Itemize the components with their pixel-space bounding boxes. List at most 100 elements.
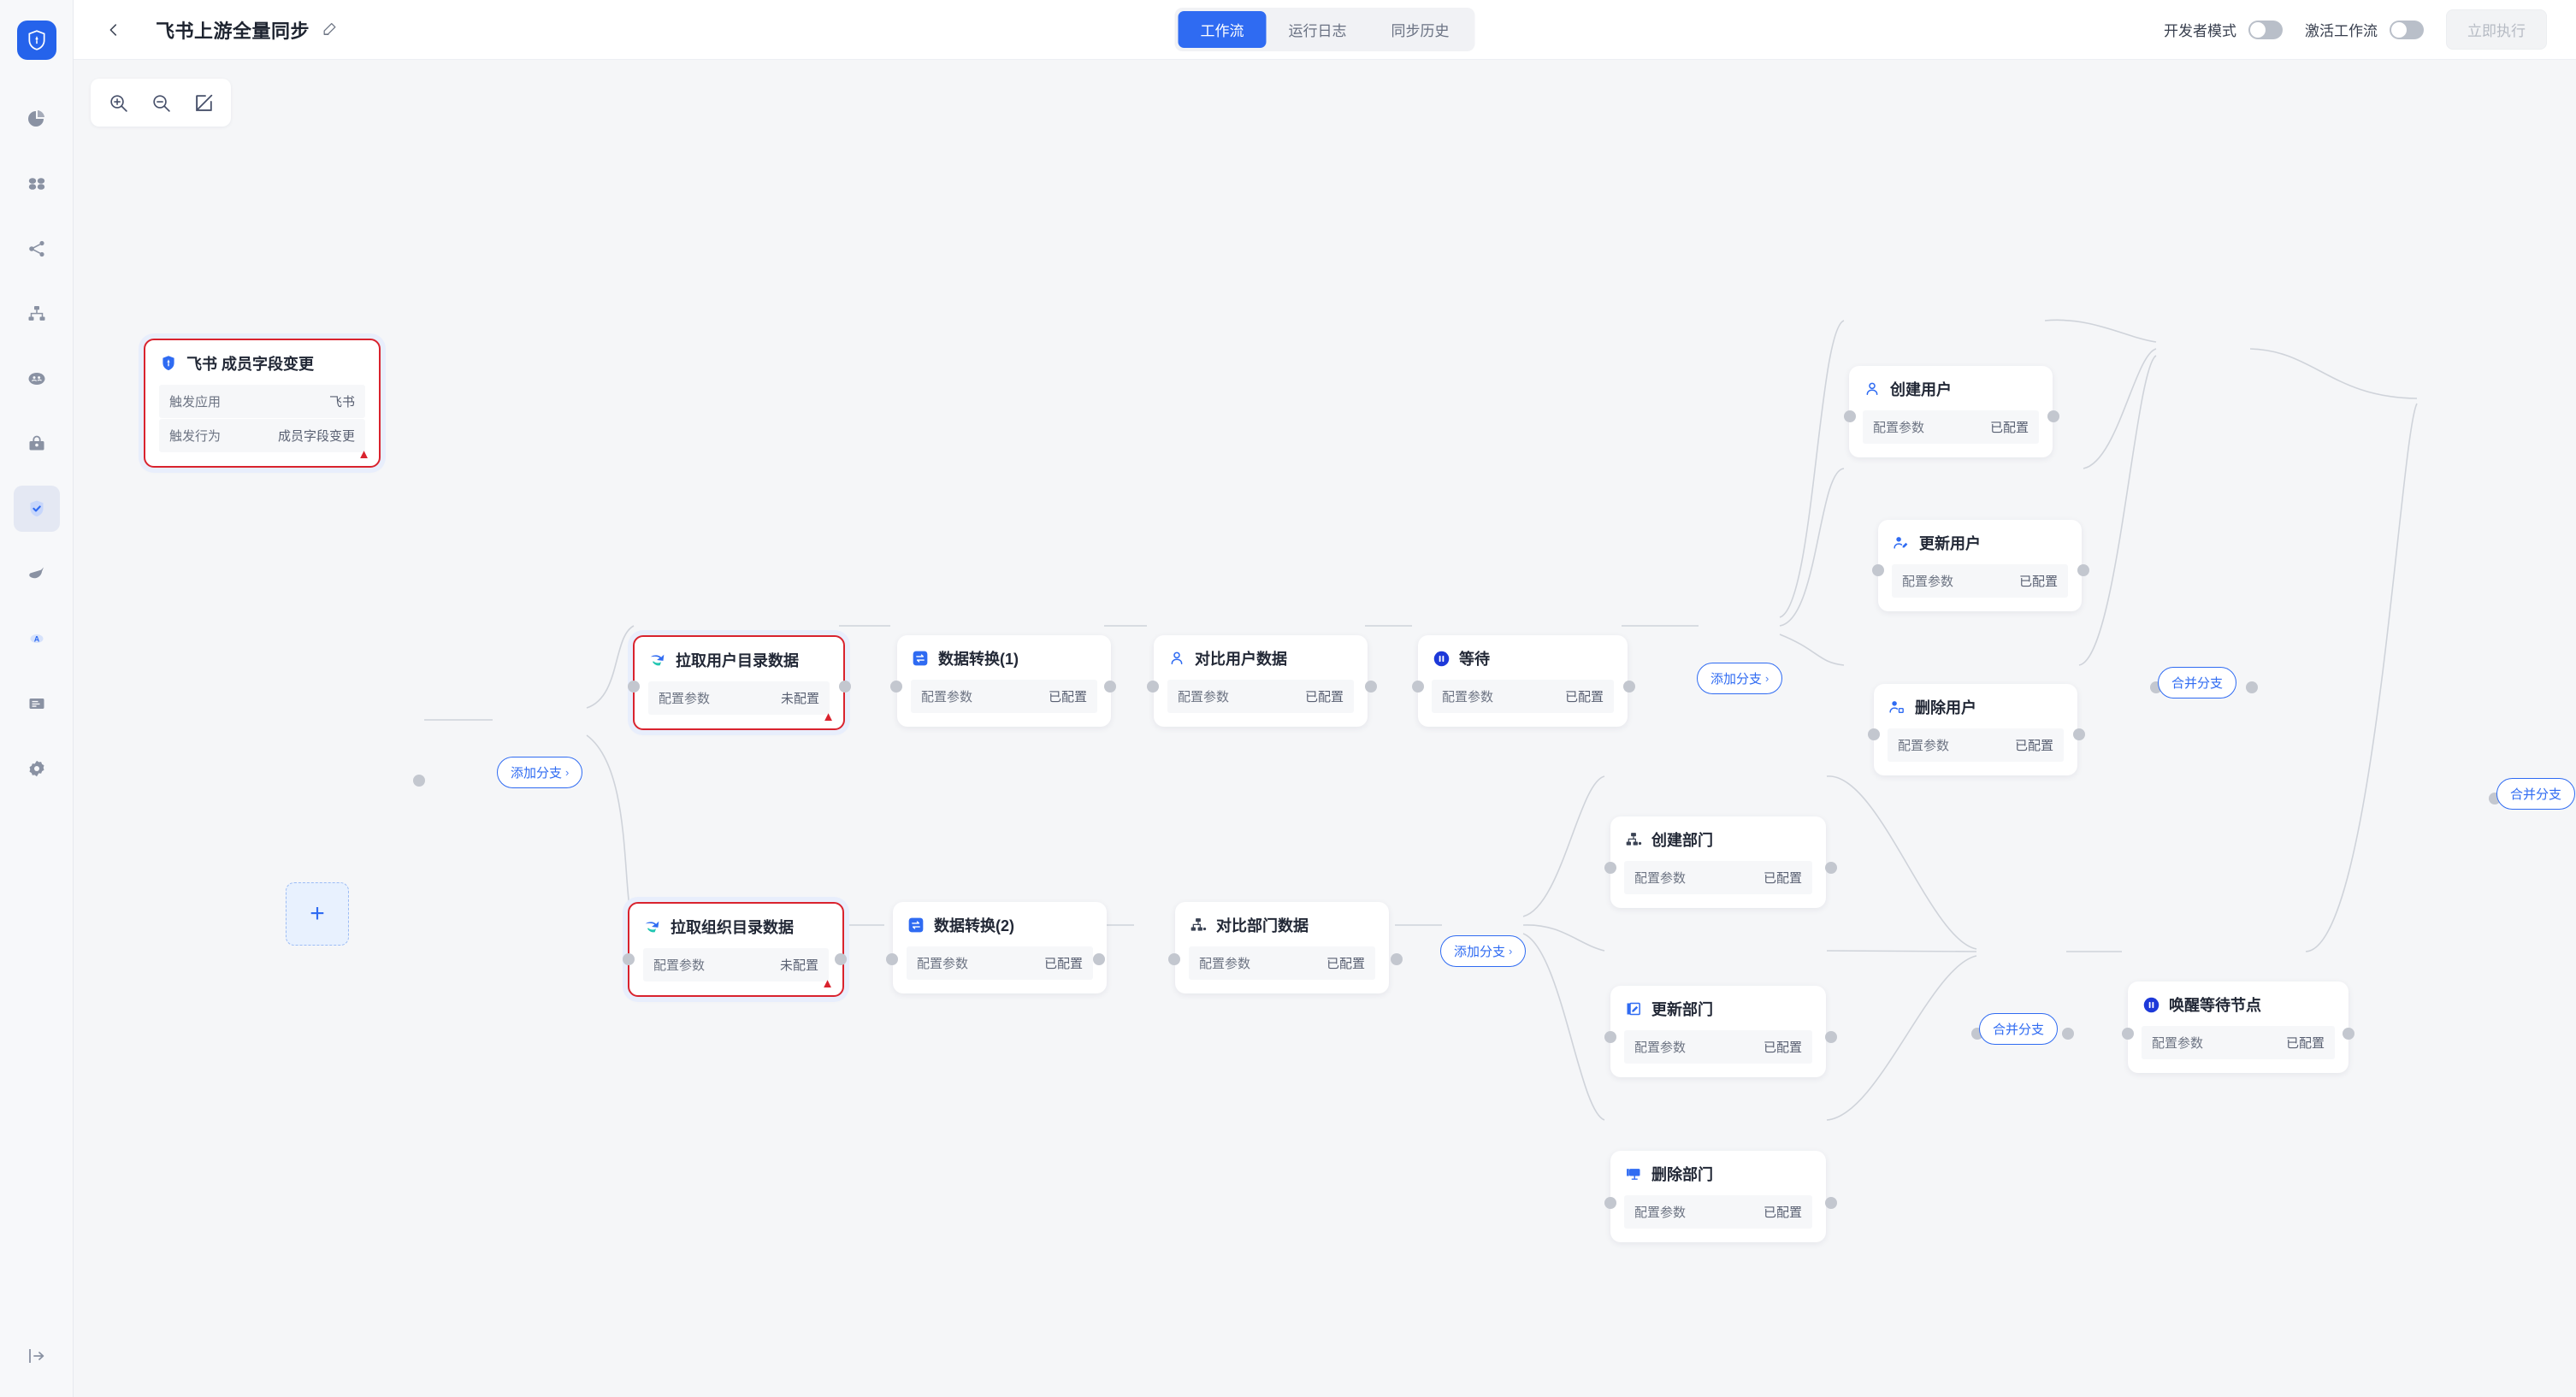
port-dot[interactable] (1844, 410, 1856, 422)
tab-sync-history[interactable]: 同步历史 (1391, 23, 1450, 39)
add-branch-user-button[interactable]: 添加分支 › (1697, 663, 1783, 694)
port-dot[interactable] (1604, 1031, 1616, 1043)
port-dot[interactable] (1604, 862, 1616, 874)
sidebar-item-sync[interactable] (13, 486, 60, 532)
node-pull-org[interactable]: 拉取组织目录数据 配置参数 未配置 ▲ (628, 902, 844, 997)
edit-title-button[interactable] (322, 21, 338, 38)
node-wake-wait[interactable]: 唤醒等待节点 配置参数 已配置 (2128, 981, 2349, 1073)
port-dot[interactable] (2122, 1028, 2134, 1040)
sidebar-item-theme[interactable] (14, 551, 60, 597)
app-logo[interactable] (16, 21, 56, 60)
node-title: 创建部门 (1651, 832, 1713, 849)
add-node-placeholder[interactable]: + (286, 882, 349, 946)
sidebar-item-dashboard[interactable] (14, 96, 60, 142)
node-delete-user[interactable]: 删除用户 配置参数 已配置 (1874, 684, 2077, 775)
row-value: 未配置 (779, 958, 818, 973)
view-tabs: 工作流 运行日志 同步历史 (1174, 8, 1475, 51)
node-header: 更新部门 (1624, 998, 1812, 1020)
node-pull-user[interactable]: 拉取用户目录数据 配置参数 未配置 ▲ (633, 635, 845, 730)
port-dot[interactable] (1147, 681, 1159, 693)
run-now-button[interactable]: 立即执行 (2446, 9, 2547, 50)
sidebar-item-permissions[interactable] (14, 421, 60, 467)
svg-text:A: A (33, 634, 39, 643)
tab-run-logs[interactable]: 运行日志 (1288, 23, 1347, 39)
sidebar-item-organization[interactable] (14, 291, 60, 337)
node-compare-dept[interactable]: 对比部门数据 配置参数 已配置 (1175, 902, 1389, 993)
developer-mode-toggle[interactable] (2248, 20, 2283, 39)
workflow-canvas[interactable]: 飞书 成员字段变更 触发应用 飞书 触发行为 成员字段变更 ▲ + 添加分支 (74, 60, 2576, 1397)
port-dot[interactable] (1604, 1197, 1616, 1209)
port-dot[interactable] (623, 953, 635, 965)
port-dot[interactable] (1825, 862, 1837, 874)
port-dot[interactable] (2062, 1028, 2074, 1040)
merge-branch-dept-button[interactable]: 合并分支 (1979, 1013, 2059, 1045)
node-transform-2[interactable]: 数据转换(2) 配置参数 已配置 (893, 902, 1107, 993)
node-title: 拉取用户目录数据 (676, 652, 799, 669)
port-dot[interactable] (890, 681, 902, 693)
port-dot[interactable] (2047, 410, 2059, 422)
sync-swoosh-icon (643, 917, 662, 936)
add-branch-trigger-button[interactable]: 添加分支 › (497, 757, 583, 788)
node-compare-user[interactable]: 对比用户数据 配置参数 已配置 (1154, 635, 1368, 727)
port-dot[interactable] (1868, 728, 1880, 740)
row-value: 已配置 (1763, 1040, 1802, 1055)
port-dot[interactable] (2343, 1028, 2354, 1040)
node-title: 对比用户数据 (1195, 651, 1287, 668)
tab-workflow[interactable]: 工作流 (1178, 11, 1267, 48)
node-delete-dept[interactable]: 删除部门 配置参数 已配置 (1610, 1151, 1826, 1242)
port-dot[interactable] (1391, 953, 1403, 965)
sidebar-item-share[interactable] (14, 226, 60, 272)
back-button[interactable] (99, 15, 128, 44)
node-create-user[interactable]: 创建用户 配置参数 已配置 (1849, 366, 2053, 457)
zoom-in-button[interactable] (99, 85, 137, 120)
node-transform-1[interactable]: 数据转换(1) 配置参数 已配置 (897, 635, 1111, 727)
port-dot[interactable] (1093, 953, 1105, 965)
sidebar-item-directory[interactable] (14, 356, 60, 402)
sidebar-item-account[interactable]: A (14, 616, 60, 662)
row-value: 已配置 (1048, 690, 1087, 704)
node-update-user[interactable]: 更新用户 配置参数 已配置 (1878, 520, 2082, 611)
port-dot[interactable] (1623, 681, 1635, 693)
letter-a-icon: A (30, 634, 43, 643)
node-update-dept[interactable]: 更新部门 配置参数 已配置 (1610, 986, 1826, 1077)
org-tree-icon (1624, 830, 1643, 849)
sidebar-item-settings[interactable] (14, 746, 60, 792)
back-arrow-icon (109, 23, 117, 36)
port-dot[interactable] (413, 775, 425, 787)
port-dot[interactable] (1825, 1031, 1837, 1043)
port-dot[interactable] (1104, 681, 1116, 693)
activate-workflow-toggle[interactable] (2390, 20, 2424, 39)
node-title: 对比部门数据 (1216, 917, 1309, 934)
edit-canvas-button[interactable] (185, 85, 222, 120)
port-dot[interactable] (835, 953, 847, 965)
sidebar-item-logs[interactable] (14, 681, 60, 727)
add-branch-dept-button[interactable]: 添加分支 › (1440, 935, 1527, 967)
port-dot[interactable] (1365, 681, 1377, 693)
port-dot[interactable] (839, 681, 851, 693)
port-dot[interactable] (2246, 681, 2258, 693)
port-dot[interactable] (1825, 1197, 1837, 1209)
merge-branch-final-button[interactable]: 合并分支 (2496, 778, 2576, 810)
row-value: 已配置 (1564, 690, 1604, 704)
node-header: 创建用户 (1863, 378, 2039, 400)
sidebar-item-logout[interactable] (0, 1346, 74, 1366)
sync-swoosh-icon (648, 651, 667, 669)
node-header: 等待 (1432, 647, 1614, 669)
port-dot[interactable] (2077, 564, 2089, 576)
node-wait[interactable]: 等待 配置参数 已配置 (1418, 635, 1628, 727)
node-title: 删除用户 (1915, 699, 1976, 716)
zoom-out-button[interactable] (142, 85, 180, 120)
person-delete-icon (1888, 698, 1906, 716)
port-dot[interactable] (1168, 953, 1180, 965)
merge-branch-user-button[interactable]: 合并分支 (2158, 667, 2237, 698)
port-dot[interactable] (2073, 728, 2085, 740)
person-icon (1167, 649, 1186, 668)
port-dot[interactable] (628, 681, 640, 693)
port-dot[interactable] (1412, 681, 1424, 693)
node-create-dept[interactable]: 创建部门 配置参数 已配置 (1610, 816, 1826, 908)
port-dot[interactable] (1872, 564, 1884, 576)
sidebar-item-apps[interactable] (14, 161, 60, 207)
port-dot[interactable] (886, 953, 898, 965)
node-trigger[interactable]: 飞书 成员字段变更 触发应用 飞书 触发行为 成员字段变更 ▲ (144, 339, 381, 468)
row-label: 配置参数 (2152, 1036, 2204, 1051)
